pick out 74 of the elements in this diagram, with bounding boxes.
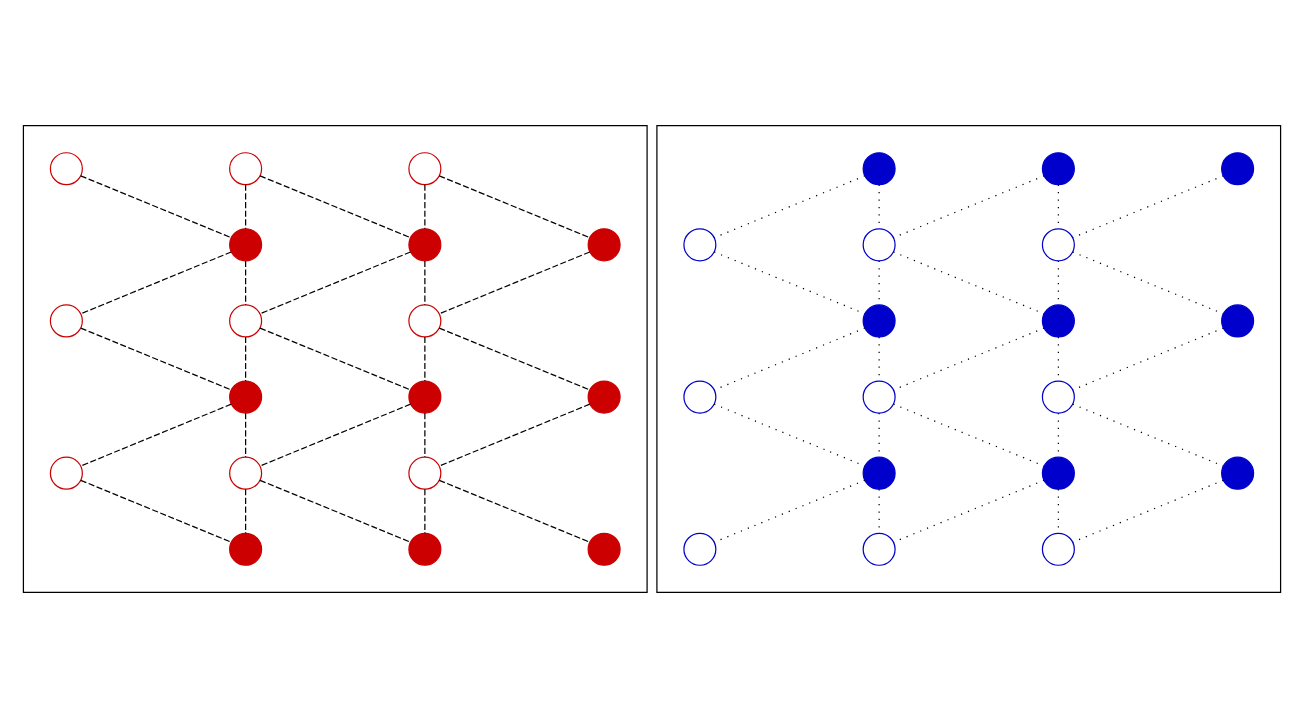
cluster xyxy=(656,124,1282,593)
connector xyxy=(892,250,1045,314)
node-circle xyxy=(862,456,896,490)
connector xyxy=(245,259,247,305)
node-circle xyxy=(408,456,442,490)
node-circle xyxy=(1041,456,1075,490)
connector xyxy=(259,479,412,543)
node-circle xyxy=(683,380,717,414)
connector xyxy=(245,335,247,382)
node-circle xyxy=(683,227,717,261)
node-circle xyxy=(862,227,896,261)
connector xyxy=(713,403,866,467)
connector xyxy=(80,479,232,543)
node-circle xyxy=(408,380,442,414)
connector xyxy=(438,174,591,238)
node-circle xyxy=(408,227,442,261)
node-circle xyxy=(229,380,263,414)
node-circle xyxy=(408,151,442,185)
node-circle xyxy=(683,532,717,566)
node-circle xyxy=(587,380,621,414)
node-circle xyxy=(1041,227,1075,261)
connector xyxy=(424,183,426,229)
connector xyxy=(892,479,1045,543)
node-circle xyxy=(229,532,263,566)
node-circle xyxy=(862,303,896,337)
connector xyxy=(713,326,866,390)
connector xyxy=(80,250,232,314)
connector xyxy=(245,183,247,229)
node-circle xyxy=(1041,303,1075,337)
node-circle xyxy=(229,151,263,185)
connector xyxy=(438,403,591,467)
connector xyxy=(892,326,1045,390)
connector xyxy=(259,174,412,238)
node-circle xyxy=(408,303,442,337)
node-circle xyxy=(49,303,83,337)
node-circle xyxy=(49,456,83,490)
connector xyxy=(259,326,412,390)
node-circle xyxy=(408,532,442,566)
connector xyxy=(892,174,1045,238)
node-circle xyxy=(587,532,621,566)
connector xyxy=(438,479,591,543)
cluster xyxy=(22,124,648,593)
connector xyxy=(245,412,247,458)
connector xyxy=(80,174,232,238)
node-circle xyxy=(1221,456,1255,490)
node-circle xyxy=(1221,151,1255,185)
connector xyxy=(438,326,591,390)
node-circle xyxy=(1041,380,1075,414)
connector xyxy=(259,403,412,467)
connector xyxy=(713,174,866,238)
connector xyxy=(424,335,426,382)
connector xyxy=(80,326,232,390)
node-circle xyxy=(49,151,83,185)
node-circle xyxy=(862,151,896,185)
connector xyxy=(80,403,232,467)
connector xyxy=(424,488,426,534)
connector xyxy=(259,250,412,314)
node-circle xyxy=(229,227,263,261)
node-circle xyxy=(229,456,263,490)
node-circle xyxy=(862,532,896,566)
node-circle xyxy=(1041,532,1075,566)
node-circle xyxy=(229,303,263,337)
connector xyxy=(1072,479,1224,543)
connector xyxy=(424,412,426,458)
connector xyxy=(713,479,866,543)
connector xyxy=(713,250,866,314)
connector xyxy=(245,488,247,534)
node-circle xyxy=(1041,151,1075,185)
node-circle xyxy=(587,227,621,261)
connector xyxy=(892,403,1045,467)
node-circle xyxy=(862,380,896,414)
connector xyxy=(424,259,426,305)
node-circle xyxy=(1221,303,1255,337)
connector xyxy=(438,250,591,314)
